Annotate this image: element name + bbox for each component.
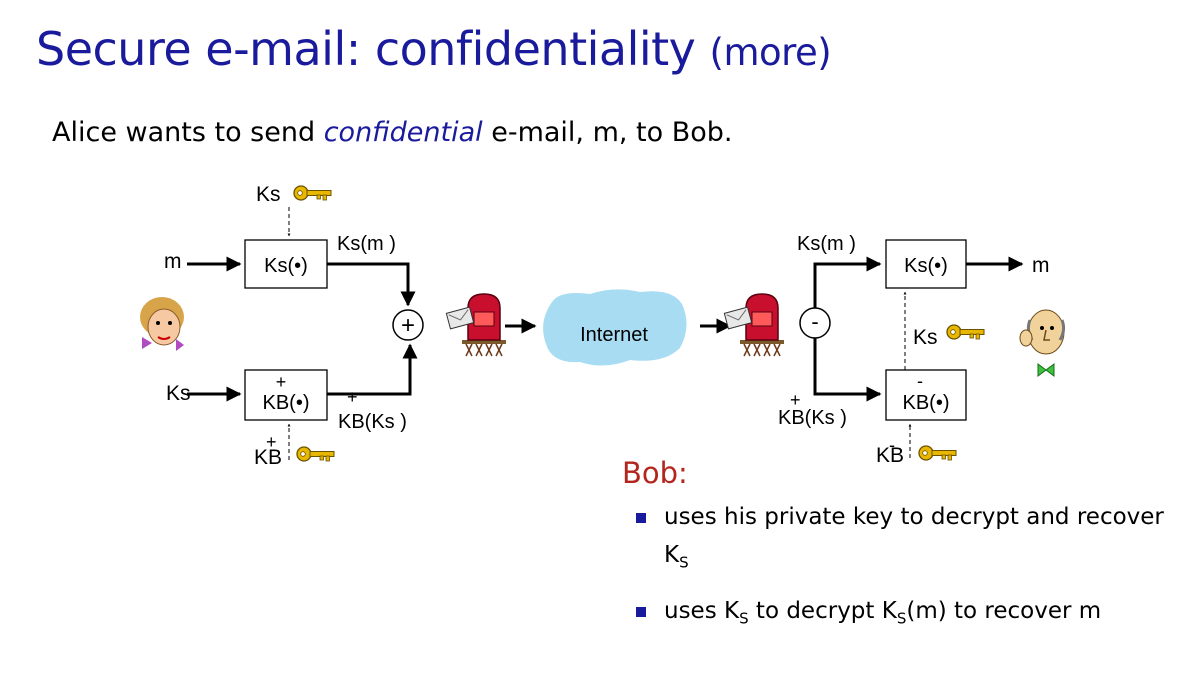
private-key-decrypt-sup: - bbox=[917, 371, 923, 391]
private-key-decrypt-box bbox=[885, 369, 967, 421]
bob-step-1-sub: S bbox=[679, 553, 689, 572]
key-icon bbox=[946, 324, 985, 340]
key-icon bbox=[296, 446, 335, 462]
internet-label: Internet bbox=[580, 324, 648, 346]
bob-step-2-a: uses K bbox=[664, 597, 740, 624]
bob-steps-list: uses his private key to decrypt and reco… bbox=[622, 498, 1192, 637]
session-key-encrypt-box bbox=[244, 239, 328, 289]
internet-cloud bbox=[543, 289, 687, 366]
public-key-encrypt-label: KB(•) bbox=[262, 392, 309, 414]
incoming-key-sup: + bbox=[790, 390, 801, 410]
bob-step-2-sub1: S bbox=[739, 609, 749, 628]
receiver-kb-sup: - bbox=[889, 435, 895, 455]
subtitle: Alice wants to send confidential e-mail,… bbox=[52, 117, 733, 148]
encrypted-key-sup: + bbox=[347, 387, 358, 407]
list-item: uses KS to decrypt KS(m) to recover m bbox=[622, 592, 1192, 638]
sender-kb-label: KB bbox=[254, 446, 282, 469]
title-suffix: (more) bbox=[709, 31, 832, 74]
sender-ks-label: Ks bbox=[256, 183, 281, 206]
bullet-icon bbox=[636, 606, 646, 617]
bob-avatar bbox=[1019, 309, 1066, 377]
subtitle-emphasis: confidential bbox=[323, 117, 483, 148]
session-key-input-label: Ks bbox=[166, 382, 191, 405]
private-key-decrypt-label: KB(•) bbox=[902, 392, 949, 414]
mailbox-icon bbox=[723, 293, 785, 357]
bob-notes: Bob: uses his private key to decrypt and… bbox=[622, 456, 1192, 647]
session-key-decrypt-box bbox=[885, 239, 967, 289]
bob-step-1-text: uses his private key to decrypt and reco… bbox=[664, 504, 1164, 568]
bob-step-2-c: (m) to recover m bbox=[906, 597, 1102, 624]
sender-kb-sup: + bbox=[266, 432, 277, 452]
input-message-label: m bbox=[164, 250, 182, 273]
encrypted-key-label: KB(Ks ) bbox=[338, 411, 407, 433]
subtitle-before: Alice wants to send bbox=[52, 117, 316, 148]
incoming-message-arrow bbox=[813, 256, 882, 308]
encrypted-message-arrow bbox=[327, 262, 416, 307]
session-key-encrypt-label: Ks(•) bbox=[264, 255, 308, 277]
list-item: uses his private key to decrypt and reco… bbox=[622, 498, 1192, 582]
incoming-key-label: KB(Ks ) bbox=[778, 407, 847, 429]
bob-step-2-b: to decrypt K bbox=[748, 597, 897, 624]
public-key-encrypt-sup: + bbox=[276, 372, 287, 392]
incoming-key-arrow bbox=[813, 338, 882, 402]
bob-heading: Bob: bbox=[622, 456, 688, 490]
output-message-label: m bbox=[1032, 254, 1050, 277]
alice-avatar bbox=[140, 297, 184, 351]
incoming-message-label: Ks(m ) bbox=[797, 233, 856, 255]
receiver-kb-label: KB bbox=[876, 444, 904, 467]
slide-title: Secure e-mail: confidentiality (more) bbox=[36, 22, 832, 76]
recovered-ks-label: Ks bbox=[913, 326, 938, 349]
bullet-icon bbox=[636, 513, 646, 523]
title-main: Secure e-mail: confidentiality bbox=[36, 22, 696, 76]
encrypted-message-label: Ks(m ) bbox=[337, 233, 396, 255]
mailbox-icon bbox=[445, 293, 507, 357]
session-key-decrypt-label: Ks(•) bbox=[904, 255, 948, 277]
split-symbol: - bbox=[811, 309, 818, 334]
key-icon bbox=[293, 185, 332, 201]
combine-symbol: + bbox=[401, 312, 415, 339]
subtitle-after: e-mail, m, to Bob. bbox=[491, 117, 733, 148]
encrypted-key-arrow bbox=[327, 343, 418, 396]
bob-step-2-sub2: S bbox=[896, 609, 907, 628]
combine-circle bbox=[392, 309, 424, 341]
